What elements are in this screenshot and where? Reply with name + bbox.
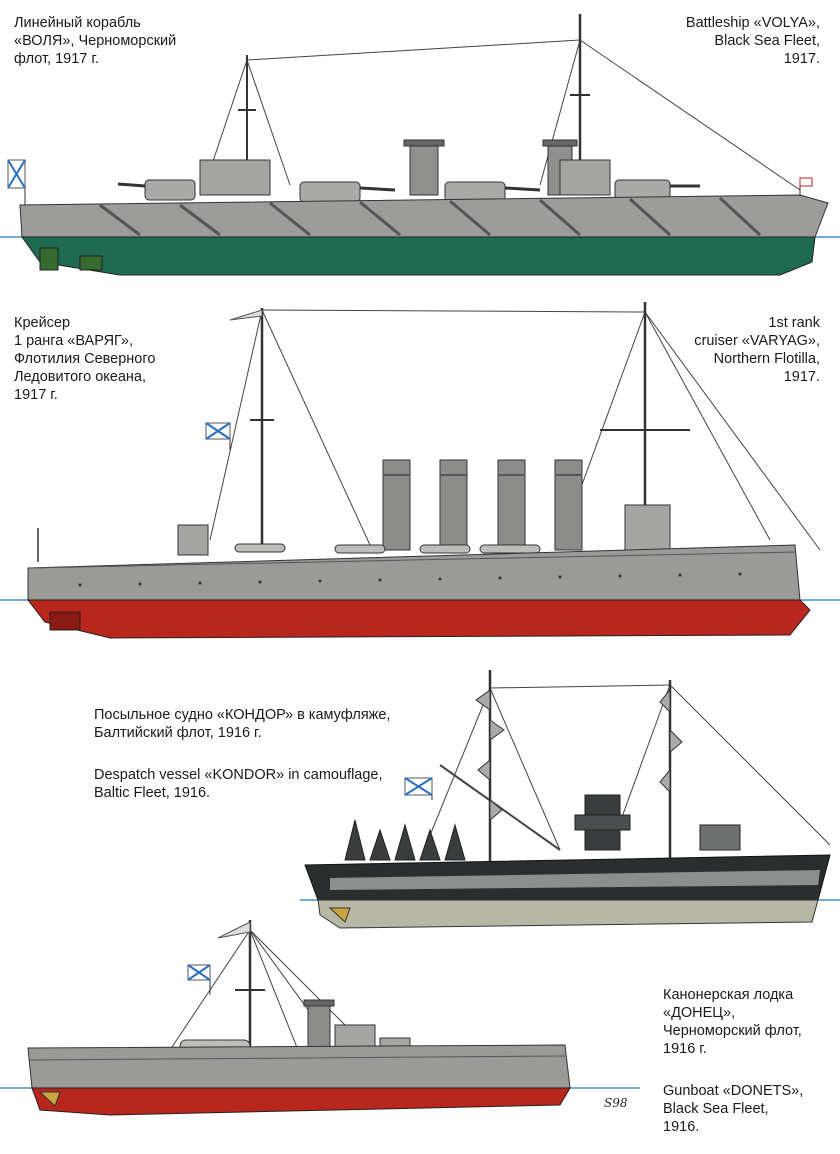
cruiser-varyag-illustration: [0, 302, 840, 639]
donets-caption: Канонерская лодка «ДОНЕЦ», Черноморский …: [663, 968, 833, 1154]
varyag-caption-ru: Крейсер 1 ранга «ВАРЯГ», Флотилия Северн…: [14, 315, 156, 403]
kondor-caption-en: Despatch vessel «KONDOR» in camouflage, …: [94, 767, 383, 801]
varyag-caption-en: 1st rank cruiser «VARYAG», Northern Flot…: [694, 315, 820, 385]
volya-caption-en: Battleship «VOLYA», Black Sea Fleet, 191…: [685, 15, 820, 67]
donets-caption-en: Gunboat «DONETS», Black Sea Fleet, 1916.: [663, 1083, 804, 1135]
gunboat-donets-illustration: [0, 920, 640, 1116]
donets-caption-ru: Канонерская лодка «ДОНЕЦ», Черноморский …: [663, 987, 802, 1057]
battleship-volya-illustration: [0, 14, 840, 276]
kondor-caption-ru: Посыльное судно «КОНДОР» в камуфляже, Ба…: [94, 707, 391, 741]
despatch-vessel-kondor-illustration: [300, 670, 840, 929]
kondor-caption: Посыльное судно «КОНДОР» в камуфляже, Ба…: [94, 688, 424, 820]
artist-signature: S98: [604, 1096, 628, 1110]
volya-caption-ru: Линейный корабль «ВОЛЯ», Черноморский фл…: [14, 15, 177, 67]
